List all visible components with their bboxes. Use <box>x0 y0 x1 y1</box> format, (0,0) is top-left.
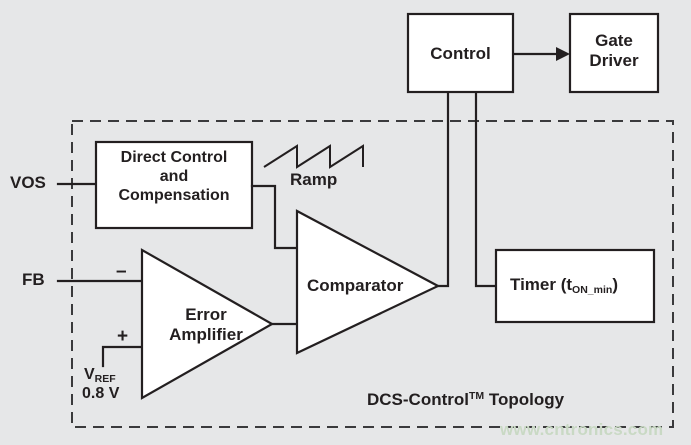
gate-driver-block[interactable] <box>568 12 660 94</box>
gate-driver-block-label: Gate Driver <box>570 31 658 71</box>
wire-direct-control-to-comparator <box>250 184 299 250</box>
dcs-control-boundary <box>71 120 674 428</box>
vref-symbol: V <box>84 366 95 383</box>
ramp-waveform-icon <box>263 144 364 169</box>
gate-driver-label-line2: Driver <box>589 51 639 71</box>
vos-input-label: VOS <box>10 173 46 192</box>
timer-label: Timer (tON_min) <box>510 275 618 296</box>
wire-control-to-comparator-output <box>436 90 450 288</box>
timer-label-subscript: ON_min <box>572 284 613 296</box>
arrow-right-icon <box>556 47 570 61</box>
timer-label-prefix: Timer (t <box>510 275 573 294</box>
wire-control-to-timer <box>474 90 498 288</box>
comparator-block[interactable] <box>295 209 441 355</box>
error-amplifier-plus-sign: + <box>117 326 129 347</box>
timer-label-suffix: ) <box>612 275 618 294</box>
comparator-label: Comparator <box>307 276 404 295</box>
direct-control-label-line3: Compensation <box>118 186 230 204</box>
topology-label-prefix: DCS-Control <box>367 390 469 409</box>
timer-block[interactable] <box>494 248 656 324</box>
error-amplifier-minus-sign: – <box>116 261 127 282</box>
vref-subscript: REF <box>94 373 116 385</box>
watermark: www.cntronics.com <box>500 420 664 439</box>
error-amplifier-label: Error Amplifier <box>152 305 260 345</box>
fb-input-label: FB <box>22 270 45 289</box>
control-block[interactable] <box>406 12 515 94</box>
topology-label-suffix: Topology <box>484 390 565 409</box>
topology-label: DCS-ControlTM Topology <box>367 390 564 410</box>
control-block-label: Control <box>430 44 491 63</box>
error-amplifier-label-line1: Error <box>185 305 227 324</box>
direct-control-label-line1: Direct Control <box>120 149 228 166</box>
error-amplifier-label-line2: Amplifier <box>169 325 243 345</box>
direct-control-compensation-block[interactable] <box>94 140 254 230</box>
error-amplifier-block[interactable] <box>140 248 275 400</box>
topology-trademark-superscript: TM <box>468 390 485 402</box>
gate-driver-label-line1: Gate <box>595 31 633 50</box>
vref-label: VREF <box>84 366 116 385</box>
wire-vref-input <box>101 345 144 368</box>
ramp-label: Ramp <box>290 170 338 189</box>
direct-control-label-line2: and <box>159 167 189 185</box>
direct-control-compensation-label: Direct Control and Compensation <box>98 149 250 206</box>
vref-value-label: 0.8 V <box>82 385 120 402</box>
